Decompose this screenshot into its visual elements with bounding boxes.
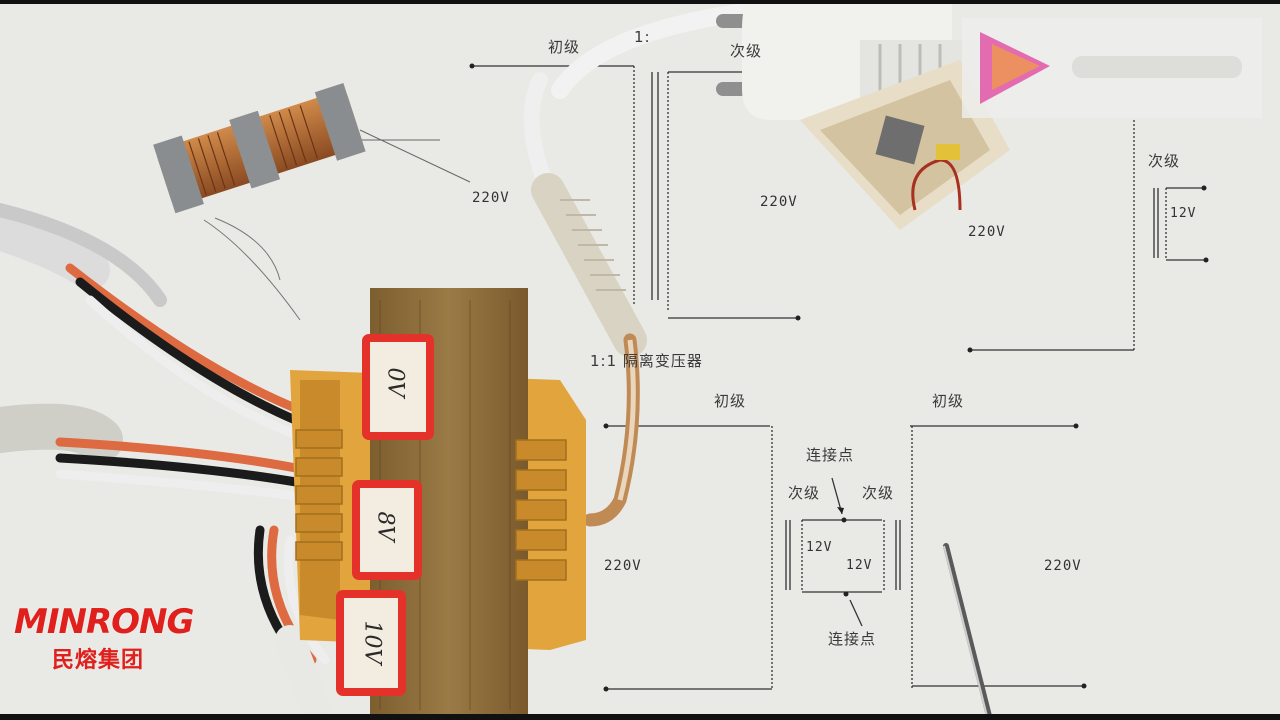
circuit-board	[800, 60, 1010, 230]
bottom-diagram-nodes	[603, 423, 1087, 692]
top-ratio-label: 1:	[634, 28, 651, 46]
bottom-left-secondary-label: 次级	[788, 484, 821, 502]
brand-name-en: MINRONG	[14, 602, 194, 642]
top-primary-label: 初级	[548, 38, 581, 56]
top-right-voltage: 220V	[968, 224, 1006, 240]
top-diagram-nodes	[469, 63, 1209, 353]
lead-wires	[0, 203, 335, 720]
top-transformer-diagram	[472, 65, 1206, 351]
right-secondary-label: 次级	[1148, 152, 1181, 170]
isolation-transformer-caption: 1:1 隔离变压器	[590, 352, 703, 370]
bottom-right-voltage: 220V	[1044, 558, 1082, 574]
top-secondary-label: 次级	[730, 42, 763, 60]
bottom-left-voltage: 220V	[604, 558, 642, 574]
bottom-left-secondary-voltage: 12V	[806, 540, 833, 555]
connection-point-bottom-label: 连接点	[828, 630, 877, 648]
bottom-right-primary-label: 初级	[932, 392, 965, 410]
wire-wound-inductor	[153, 82, 471, 321]
bottom-transformer-diagram	[606, 425, 1084, 690]
bottom-right-secondary-voltage: 12V	[846, 558, 873, 573]
top-mid-voltage: 220V	[760, 194, 798, 210]
right-secondary-voltage: 12V	[1170, 206, 1197, 221]
bottom-right-secondary-label: 次级	[862, 484, 895, 502]
brand-watermark: MINRONG 民熔集团	[14, 602, 194, 682]
bottom-left-primary-label: 初级	[714, 392, 747, 410]
transformer-tag-10v: 10V	[359, 620, 385, 665]
screwdriver	[943, 543, 993, 720]
connection-point-top-label: 连接点	[806, 446, 855, 464]
transformer-tag-0v: 0V	[382, 367, 408, 398]
brand-name-zh: 民熔集团	[52, 648, 145, 673]
transformer-tag-8v: 8V	[372, 511, 398, 542]
play-logo-icon	[962, 18, 1262, 118]
top-left-voltage: 220V	[472, 190, 510, 206]
power-transformer	[290, 288, 586, 720]
